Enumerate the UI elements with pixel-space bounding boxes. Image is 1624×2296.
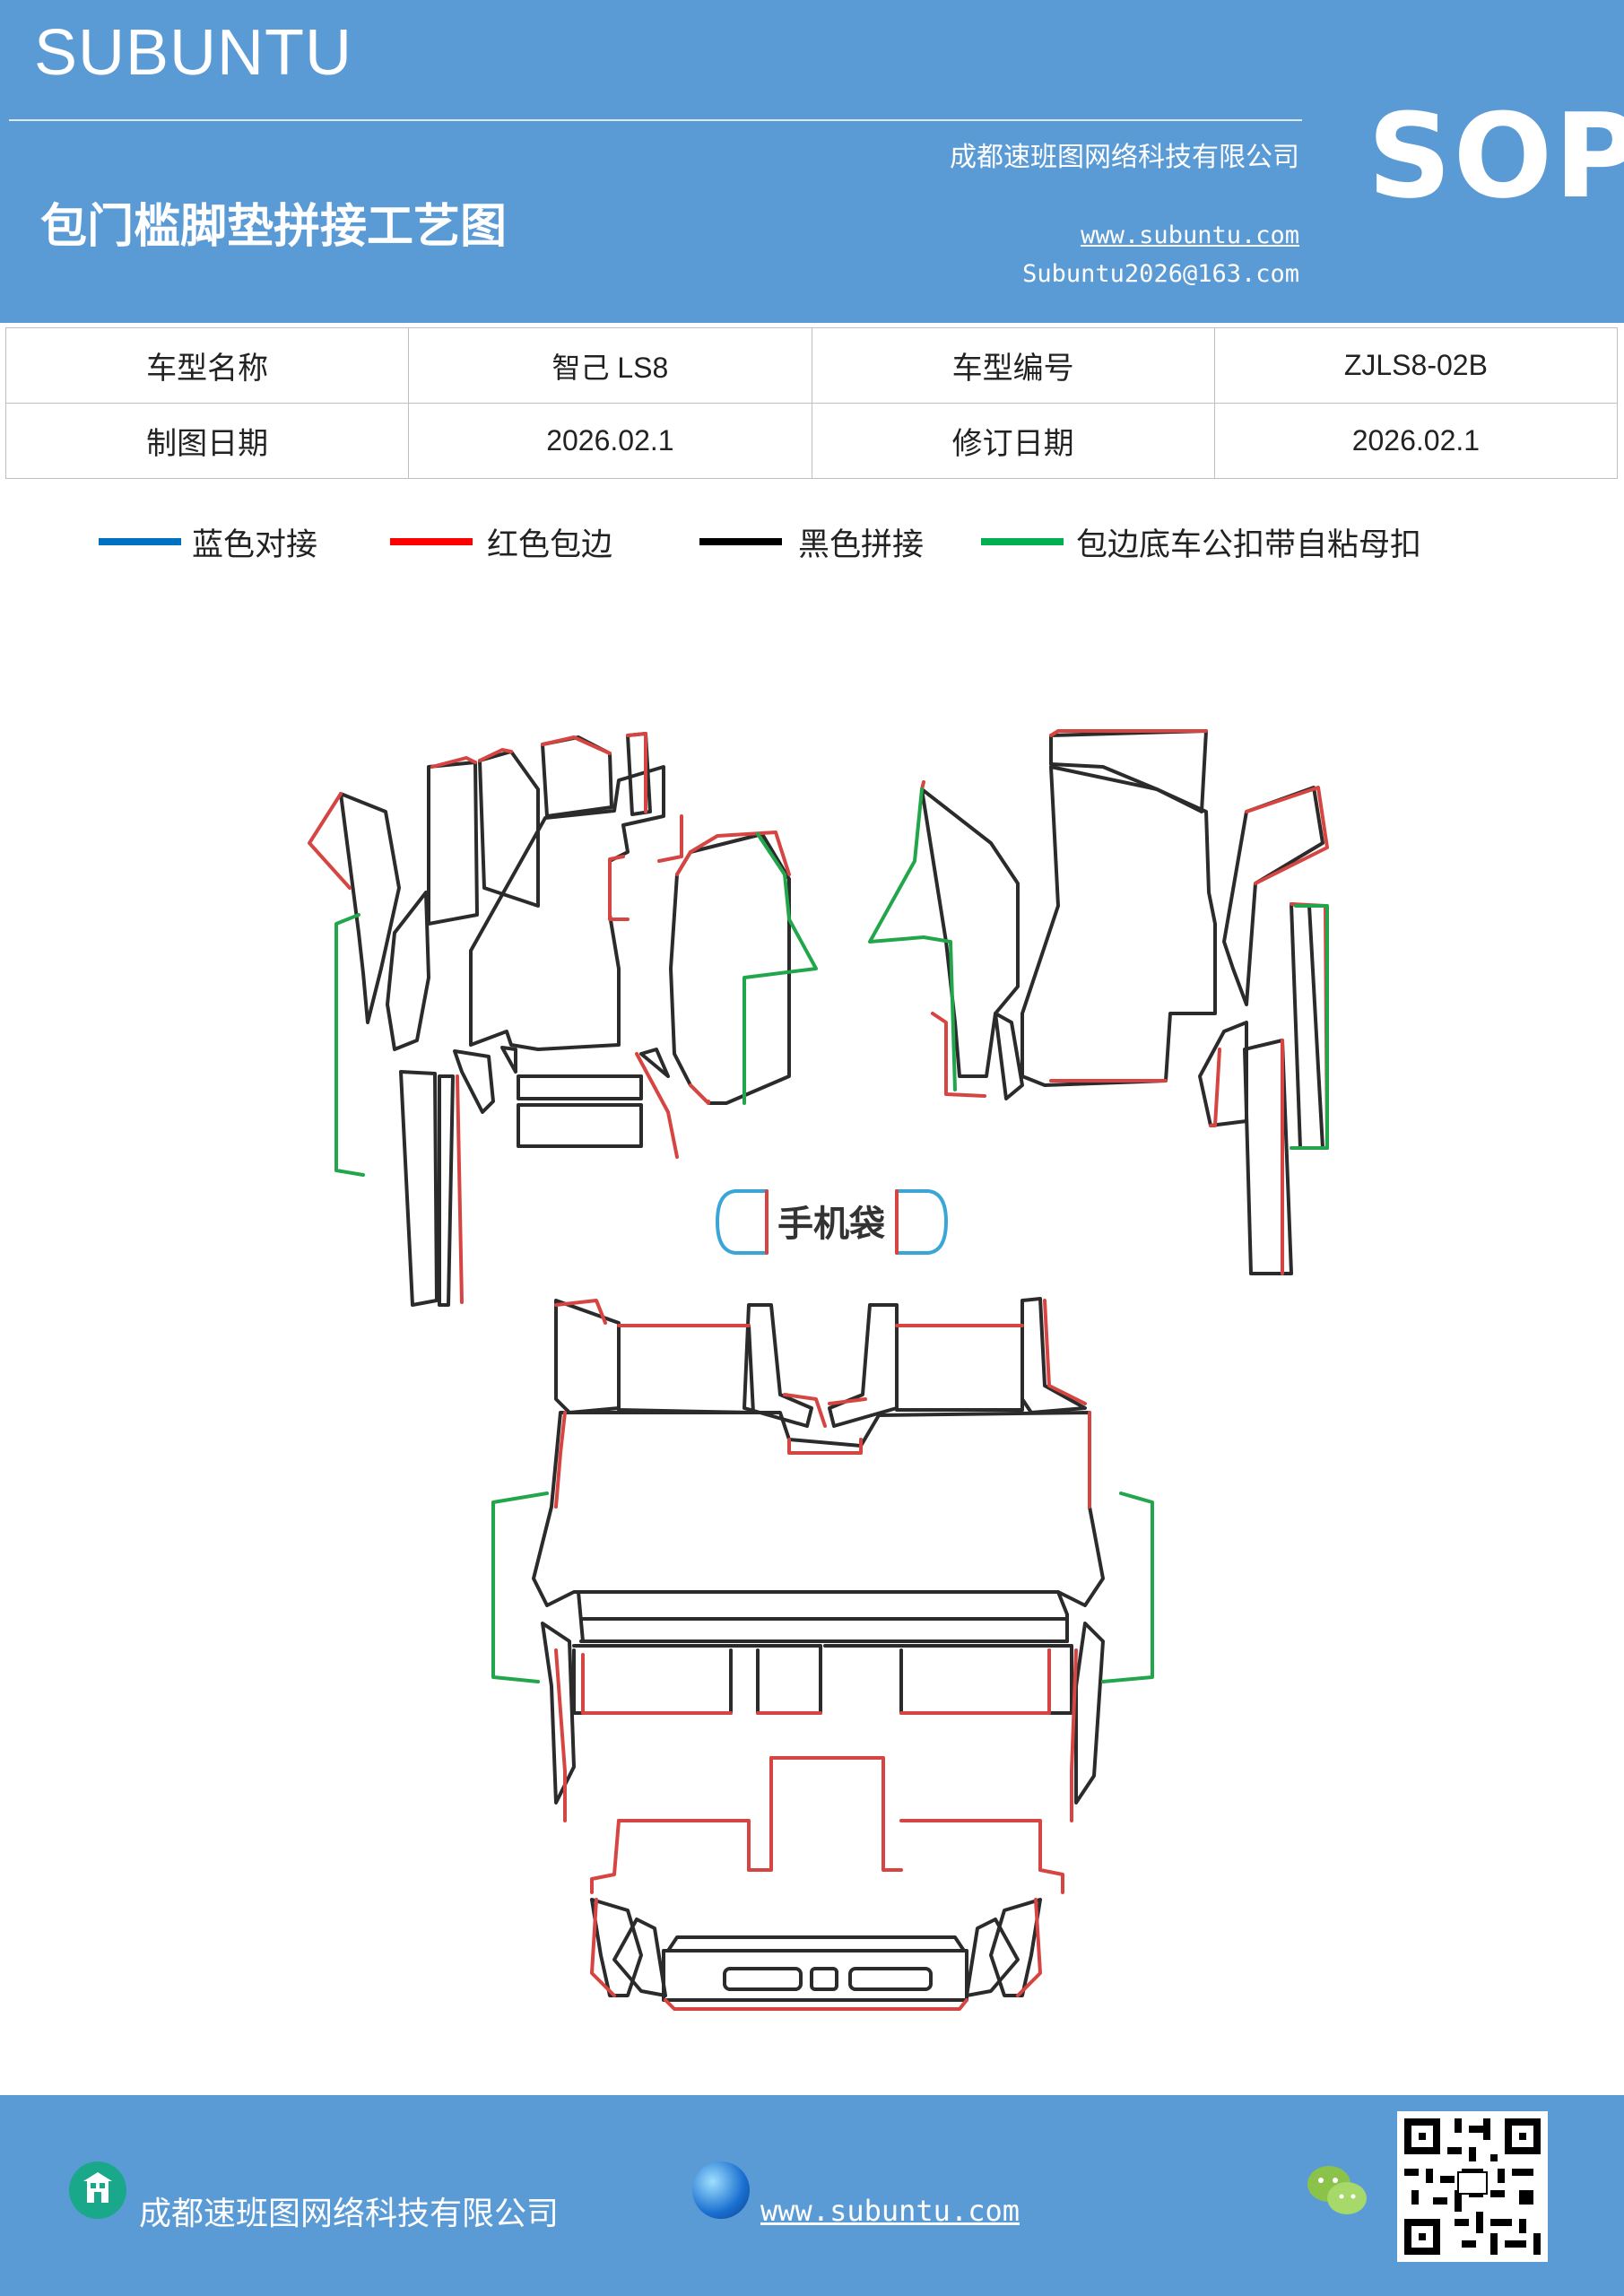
draw-date-label: 制图日期: [4, 403, 410, 479]
legend-label: 黑色拼接: [798, 527, 925, 563]
qr-code[interactable]: [1397, 2111, 1548, 2262]
header-banner: SUBUNTU 包门槛脚垫拼接工艺图 成都速班图网络科技有限公司 www.sub…: [0, 0, 1624, 323]
wechat-icon[interactable]: [1306, 2162, 1368, 2218]
legend: 蓝色对接 红色包边 黑色拼接 包边底车公扣带自粘母扣: [0, 523, 1624, 577]
globe-icon: [692, 2161, 750, 2219]
email-address[interactable]: Subuntu2026@163.com: [1022, 260, 1299, 288]
legend-label: 蓝色对接: [192, 527, 318, 563]
model-code-value: ZJLS8-02B: [1213, 327, 1619, 404]
legend-label: 红色包边: [487, 527, 613, 563]
brand-name: SUBUNTU: [34, 17, 353, 89]
revision-date-label: 修订日期: [811, 403, 1215, 479]
info-table: 车型名称 智己 LS8 车型编号 ZJLS8-02B 制图日期 2026.02.…: [4, 327, 1619, 479]
phone-pocket: [716, 1189, 948, 1255]
draw-date-value: 2026.02.1: [408, 403, 812, 479]
red-edge-lines: [308, 729, 1329, 2011]
website-link[interactable]: www.subuntu.com: [1081, 222, 1299, 249]
qr-code-pattern: [1397, 2111, 1548, 2262]
model-name-value: 智己 LS8: [408, 327, 812, 404]
revision-date-value: 2026.02.1: [1213, 403, 1619, 479]
sop-badge: SOP: [1368, 88, 1624, 224]
legend-swatch: [981, 538, 1064, 545]
phone-pocket-label: 手机袋: [777, 1204, 885, 1245]
building-icon: [83, 2172, 112, 2203]
legend-swatch: [99, 538, 181, 545]
footer-company: 成都速班图网络科技有限公司: [139, 2196, 560, 2232]
legend-label: 包边底车公扣带自粘母扣: [1076, 527, 1422, 563]
table-row: 制图日期 2026.02.1 修订日期 2026.02.1: [4, 403, 1619, 479]
building-icon: [69, 2161, 126, 2219]
legend-swatch: [390, 538, 473, 545]
green-edge-lines: [334, 787, 1329, 1683]
model-code-label: 车型编号: [811, 327, 1215, 404]
black-seam-lines: [339, 729, 1324, 2002]
company-name: 成都速班图网络科技有限公司: [950, 142, 1299, 173]
model-name-label: 车型名称: [4, 327, 410, 404]
footer-website-link[interactable]: www.subuntu.com: [760, 2194, 1020, 2228]
table-row: 车型名称 智己 LS8 车型编号 ZJLS8-02B: [4, 327, 1619, 404]
page-title: 包门槛脚垫拼接工艺图: [40, 200, 508, 254]
footer-banner: 成都速班图网络科技有限公司 www.subuntu.com: [0, 2095, 1624, 2296]
header-divider: [9, 119, 1302, 121]
legend-swatch: [699, 538, 782, 545]
